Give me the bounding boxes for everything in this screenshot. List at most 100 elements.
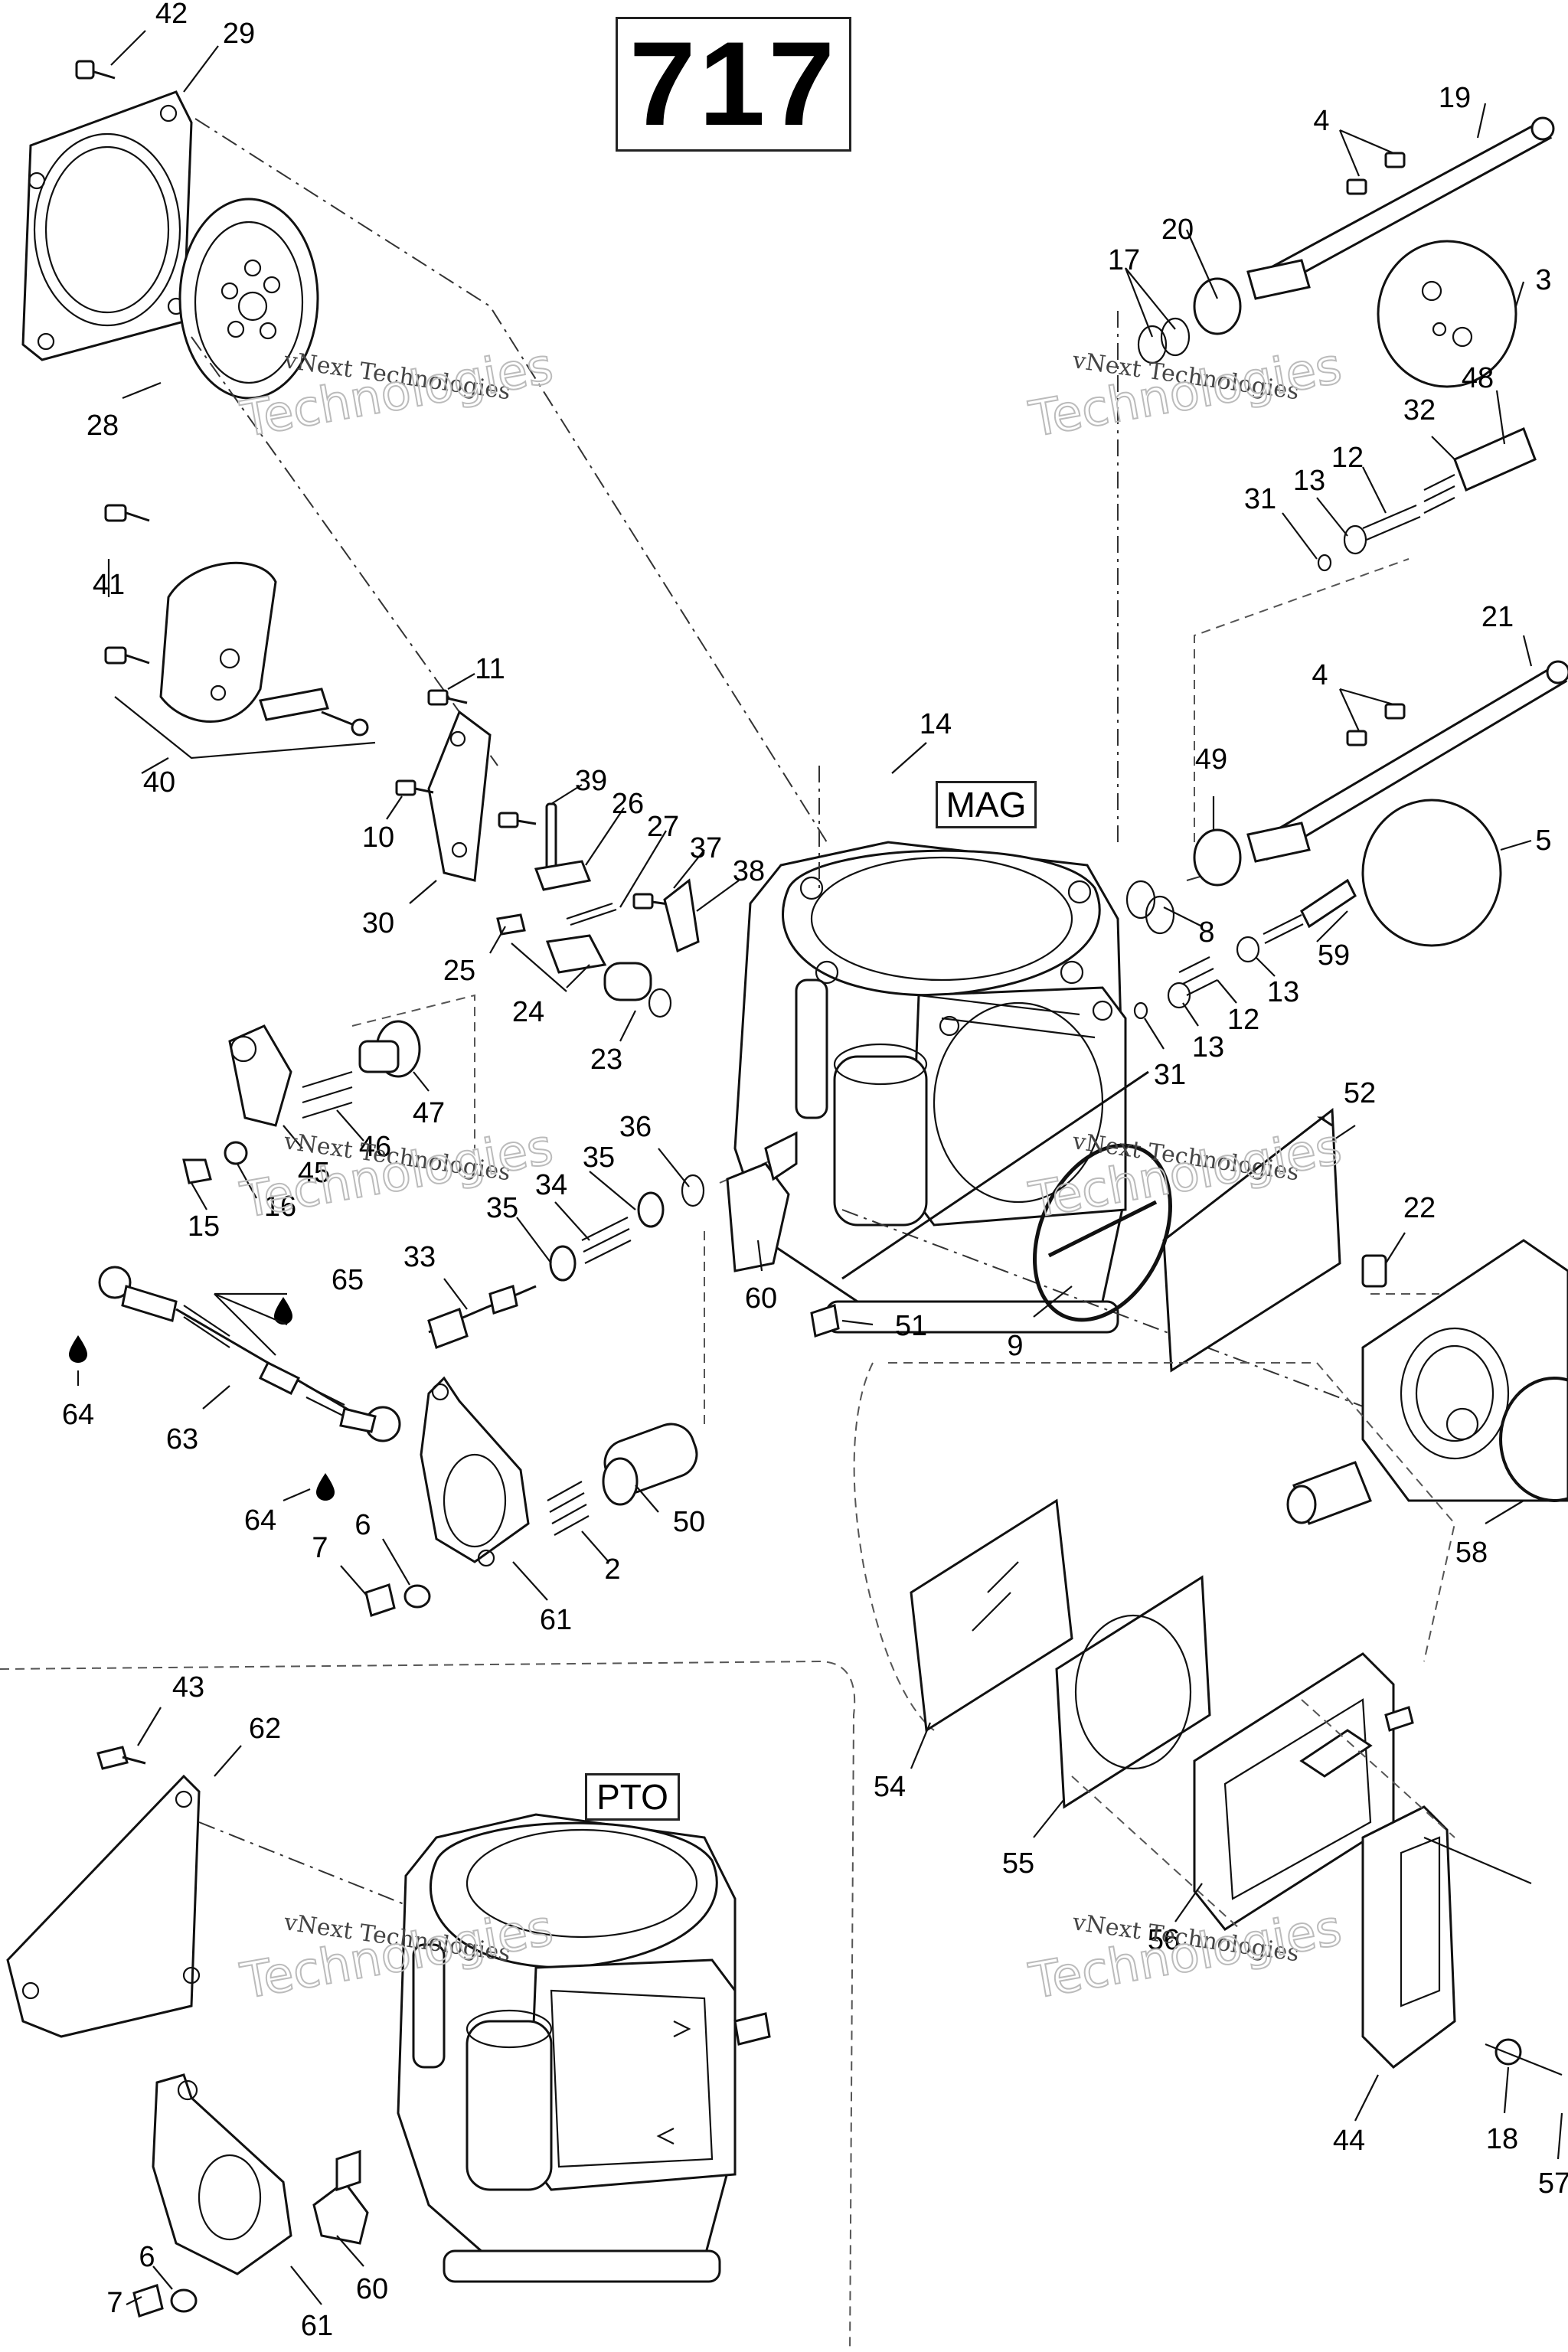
carburetor-body-mag xyxy=(733,306,1532,1471)
callout: 9 xyxy=(1007,1330,1023,1362)
callout: 62 xyxy=(249,1713,281,1745)
diagram-title-box: 717 xyxy=(616,17,851,152)
callout: 26 xyxy=(612,788,644,820)
callout: 23 xyxy=(590,1044,622,1076)
callout: 3 xyxy=(1535,264,1551,296)
callout: 12 xyxy=(1331,442,1364,474)
callout: 6 xyxy=(139,2241,155,2273)
callout: 49 xyxy=(1195,743,1227,776)
callout: 5 xyxy=(1535,825,1551,857)
callout: 36 xyxy=(619,1111,652,1143)
callout: 50 xyxy=(673,1506,705,1538)
pto-label-box: PTO xyxy=(585,1773,680,1821)
throttle-shaft-upper xyxy=(1137,116,1555,388)
callout: 7 xyxy=(312,1532,328,1564)
callout: 16 xyxy=(264,1191,296,1223)
callout: 37 xyxy=(690,832,722,864)
mag-label-box: MAG xyxy=(936,781,1037,828)
callout: 42 xyxy=(155,0,188,30)
callout: 34 xyxy=(535,1169,567,1201)
diagram-title: 717 xyxy=(629,18,838,151)
callout: 54 xyxy=(874,1771,906,1803)
callout: 12 xyxy=(1227,1004,1259,1036)
callout: 11 xyxy=(475,653,505,685)
callout: 60 xyxy=(356,2273,388,2305)
throttle-lever-assembly xyxy=(182,994,475,1184)
callout: 13 xyxy=(1293,465,1325,497)
callout: 51 xyxy=(895,1310,927,1342)
callout: 60 xyxy=(745,1282,777,1315)
callout: 4 xyxy=(1312,659,1328,691)
callout: 47 xyxy=(413,1097,445,1129)
callout: 27 xyxy=(647,811,679,843)
callout: 13 xyxy=(1267,976,1299,1008)
starter-plunger-parts xyxy=(427,1155,782,1349)
callout: 58 xyxy=(1455,1537,1488,1569)
idle-screw-48 xyxy=(1317,426,1537,572)
adjust-screw-59 xyxy=(1133,558,1410,1020)
callout: 56 xyxy=(1148,1924,1180,1956)
callout: 38 xyxy=(733,855,765,887)
callout: 55 xyxy=(1002,1847,1034,1880)
callout: 65 xyxy=(332,1264,364,1296)
pump-cover-assembly xyxy=(21,60,828,843)
callout: 39 xyxy=(575,765,607,797)
callout: 64 xyxy=(244,1504,276,1537)
callout: 15 xyxy=(188,1210,220,1243)
callout: 21 xyxy=(1481,601,1514,633)
callout: 20 xyxy=(1161,214,1194,246)
callout: 6 xyxy=(354,1509,371,1541)
callout: 35 xyxy=(583,1142,615,1174)
choke-lever-assembly xyxy=(104,504,376,760)
callout: 63 xyxy=(166,1423,198,1455)
linkage-rod-assembly xyxy=(98,1266,401,1442)
callout: 32 xyxy=(1403,394,1436,426)
pto-label: PTO xyxy=(596,1777,668,1817)
callout: 2 xyxy=(604,1553,620,1586)
callout: 61 xyxy=(540,1604,572,1636)
callout: 61 xyxy=(301,2310,333,2342)
callout: 46 xyxy=(359,1131,391,1163)
callout: 41 xyxy=(93,569,125,601)
callout: 48 xyxy=(1462,362,1494,394)
callout: 30 xyxy=(362,907,394,939)
bracket-61-and-spring xyxy=(364,1225,705,1617)
throttle-shaft-lower xyxy=(1125,660,1568,947)
gasket-and-oring xyxy=(1033,1108,1341,1373)
callout: 4 xyxy=(1313,105,1329,137)
callout: 33 xyxy=(403,1241,436,1273)
callout: 8 xyxy=(1198,916,1214,949)
callout: 40 xyxy=(143,766,175,799)
callout: 57 xyxy=(1538,2167,1568,2200)
callout: 45 xyxy=(298,1157,330,1189)
oil-drop-icon xyxy=(274,1297,292,1325)
oil-drop-icon xyxy=(316,1473,335,1501)
oil-drop-icon xyxy=(69,1335,87,1363)
callout: 52 xyxy=(1344,1077,1376,1109)
callout: 22 xyxy=(1403,1192,1436,1224)
needle-valve-parts xyxy=(496,802,700,1018)
callout: 14 xyxy=(920,708,952,740)
callout: 29 xyxy=(223,18,255,50)
callout: 59 xyxy=(1318,939,1350,972)
callout: 24 xyxy=(512,996,544,1028)
callout: 64 xyxy=(62,1399,94,1431)
callout: 19 xyxy=(1439,82,1471,114)
callout: 13 xyxy=(1192,1031,1224,1063)
pto-inset xyxy=(0,1660,856,2352)
callout: 35 xyxy=(486,1192,518,1224)
callout: 31 xyxy=(1154,1059,1186,1091)
callout-numbers: 42 29 28 41 40 11 10 30 39 26 27 37 38 2… xyxy=(62,0,1568,2342)
callout: 17 xyxy=(1108,244,1140,276)
choke-plate-10-11-30 xyxy=(395,689,537,882)
callout: 44 xyxy=(1333,2125,1365,2157)
fuel-pump-body xyxy=(1286,1239,1568,1525)
mag-label: MAG xyxy=(946,785,1027,825)
leader-lines xyxy=(77,30,1563,2305)
callout: 7 xyxy=(106,2287,122,2319)
callout: 31 xyxy=(1244,483,1276,515)
lever-60-and-nut-51 xyxy=(726,1131,840,1338)
callout: 25 xyxy=(443,955,475,987)
callout: 28 xyxy=(87,410,119,442)
